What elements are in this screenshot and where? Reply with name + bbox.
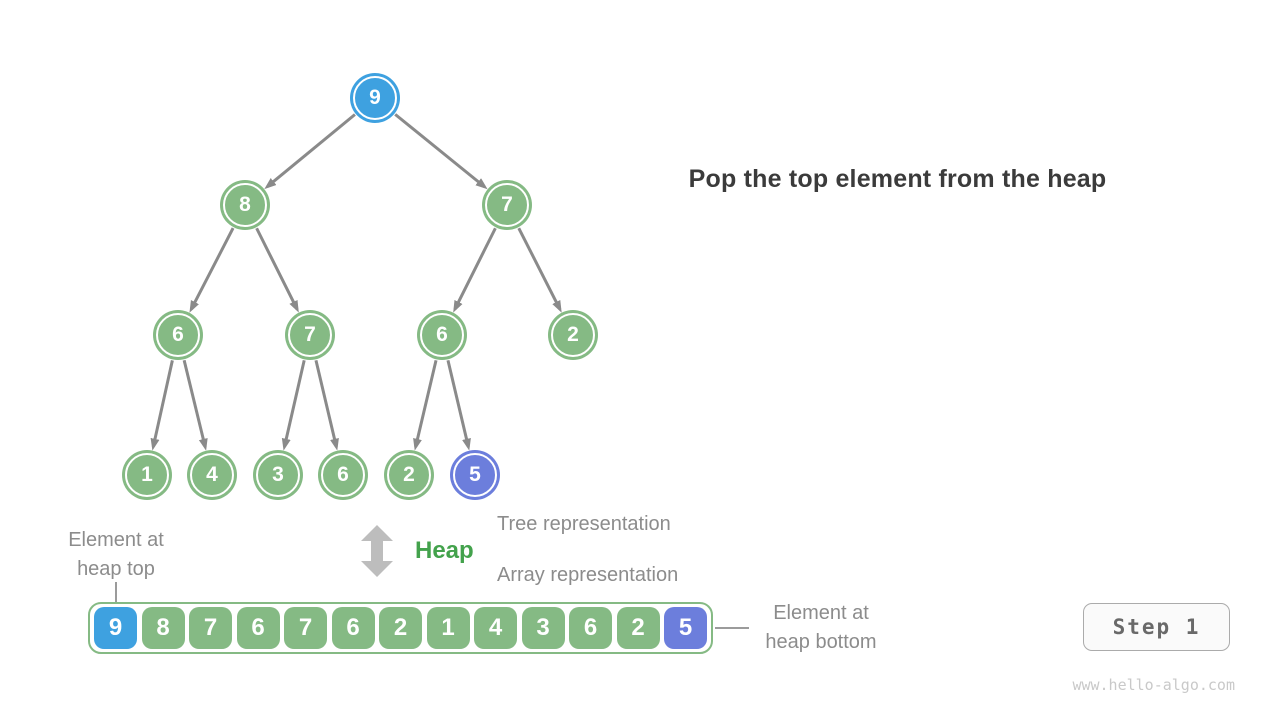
array-representation-label: Array representation — [497, 564, 679, 586]
tree-node-7: 7 — [485, 183, 529, 227]
page-title: Pop the top element from the heap — [688, 165, 1107, 193]
heap-bottom-label-line1: Element at — [773, 602, 869, 624]
heap-top-label: Element at heap top — [36, 526, 196, 584]
array-cell-1: 1 — [426, 607, 470, 649]
tree-node-6: 6 — [420, 313, 464, 357]
tree-node-2: 2 — [551, 313, 595, 357]
step-badge: Step 1 — [1083, 603, 1230, 651]
heap-bottom-label: Element at heap bottom — [740, 599, 902, 657]
array-cell-3: 3 — [521, 607, 565, 649]
tree-edge — [150, 360, 174, 451]
heap-bottom-connector-line — [715, 627, 749, 629]
heap-top-connector-line — [115, 582, 117, 602]
array-cell-8: 8 — [141, 607, 185, 649]
tree-node-1: 1 — [125, 453, 169, 497]
tree-edge — [281, 360, 306, 451]
tree-edge — [413, 359, 438, 451]
array-cell-6: 6 — [569, 607, 612, 649]
array-cell-2: 2 — [616, 607, 660, 649]
up-down-arrow-icon — [361, 525, 393, 577]
tree-edge — [453, 227, 497, 313]
tree-edge — [517, 227, 562, 313]
website-watermark: www.hello-algo.com — [1072, 676, 1235, 694]
array-cell-6: 6 — [331, 607, 375, 649]
tree-edge — [182, 359, 208, 451]
tree-node-6: 6 — [156, 313, 200, 357]
array-cell-9: 9 — [94, 607, 137, 649]
tree-node-9: 9 — [353, 76, 397, 120]
heap-bottom-label-line2: heap bottom — [765, 631, 877, 653]
heap-top-label-line1: Element at — [68, 529, 164, 551]
array-cell-2: 2 — [379, 607, 422, 649]
tree-representation-label: Tree representation — [497, 513, 671, 535]
tree-edge — [394, 113, 488, 190]
tree-node-7: 7 — [288, 313, 332, 357]
tree-node-3: 3 — [256, 453, 300, 497]
array-cell-7: 7 — [189, 607, 232, 649]
tree-edge — [446, 359, 471, 451]
array-cell-7: 7 — [284, 607, 327, 649]
tree-node-5: 5 — [453, 453, 497, 497]
array-cell-6: 6 — [236, 607, 280, 649]
tree-edge — [314, 359, 339, 451]
tree-node-2: 2 — [387, 453, 431, 497]
array-cell-4: 4 — [474, 607, 517, 649]
tree-node-8: 8 — [223, 183, 267, 227]
tree-node-6: 6 — [321, 453, 365, 497]
tree-edge — [255, 227, 299, 313]
heap-top-label-line2: heap top — [77, 558, 155, 580]
array-cell-5: 5 — [664, 607, 707, 649]
tree-edge — [189, 227, 235, 313]
tree-edge — [264, 113, 356, 190]
heap-label: Heap — [415, 537, 474, 564]
tree-node-4: 4 — [190, 453, 234, 497]
